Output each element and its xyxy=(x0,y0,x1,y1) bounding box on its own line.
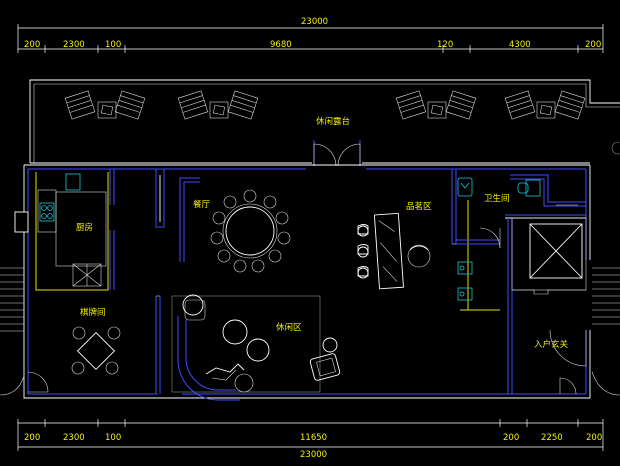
chess-room-label: 棋牌间 xyxy=(80,307,106,318)
top-dim-1: 200 xyxy=(24,40,40,50)
bottom-dim-7: 200 xyxy=(586,433,602,443)
tea-area-label: 品茗区 xyxy=(406,201,432,212)
top-total-dimension: 23000 xyxy=(301,17,328,27)
top-dim-7: 200 xyxy=(585,40,601,50)
bottom-dim-1: 200 xyxy=(24,433,40,443)
entrance-door xyxy=(549,329,587,395)
top-dim-6: 4300 xyxy=(509,40,531,50)
top-dim-3: 100 xyxy=(105,40,121,50)
dining-table-set xyxy=(210,189,291,273)
kitchen xyxy=(35,172,109,291)
lounge-furniture xyxy=(171,294,341,401)
chess-room-door xyxy=(27,371,49,393)
top-dimension-chain: 23000 200 2300 100 9680 120 4300 200 xyxy=(17,17,604,53)
bottom-total-dimension: 23000 xyxy=(300,450,327,460)
bathroom-label: 卫生间 xyxy=(484,193,510,204)
terrace-lounge-set-1 xyxy=(64,90,146,120)
building-walls xyxy=(14,164,591,399)
terrace-lounge-set-4 xyxy=(504,90,586,120)
bottom-dim-5: 200 xyxy=(503,433,519,443)
bottom-dim-4: 11650 xyxy=(300,433,327,443)
top-dim-5: 120 xyxy=(437,40,453,50)
left-stairs xyxy=(0,267,25,396)
elevator-shaft xyxy=(511,217,587,295)
kitchen-label: 厨房 xyxy=(76,222,93,233)
interior-partitions xyxy=(109,168,200,394)
bottom-dim-3: 100 xyxy=(105,433,121,443)
top-dim-2: 2300 xyxy=(63,40,85,50)
lounge-label: 休闲区 xyxy=(276,322,302,333)
right-stairs xyxy=(591,267,620,396)
terrace-lounge-set-2 xyxy=(177,90,259,120)
entrance-label: 入户玄关 xyxy=(534,339,569,350)
bathroom xyxy=(451,169,541,311)
dining-label: 餐厅 xyxy=(193,200,211,210)
terrace-outline xyxy=(29,79,620,164)
terrace-label: 休闲露台 xyxy=(316,116,350,127)
terrace-door xyxy=(313,140,361,167)
chess-table-set xyxy=(71,326,121,375)
tea-area-furniture xyxy=(357,212,431,290)
service-core-walls xyxy=(505,174,586,394)
bottom-dimension-chain: 200 2300 100 11650 200 2250 200 23000 xyxy=(17,419,604,460)
bottom-dim-6: 2250 xyxy=(541,433,563,443)
terrace-lounge-set-3 xyxy=(395,90,477,120)
bottom-dim-2: 2300 xyxy=(63,433,85,443)
top-dim-4: 9680 xyxy=(270,40,292,50)
